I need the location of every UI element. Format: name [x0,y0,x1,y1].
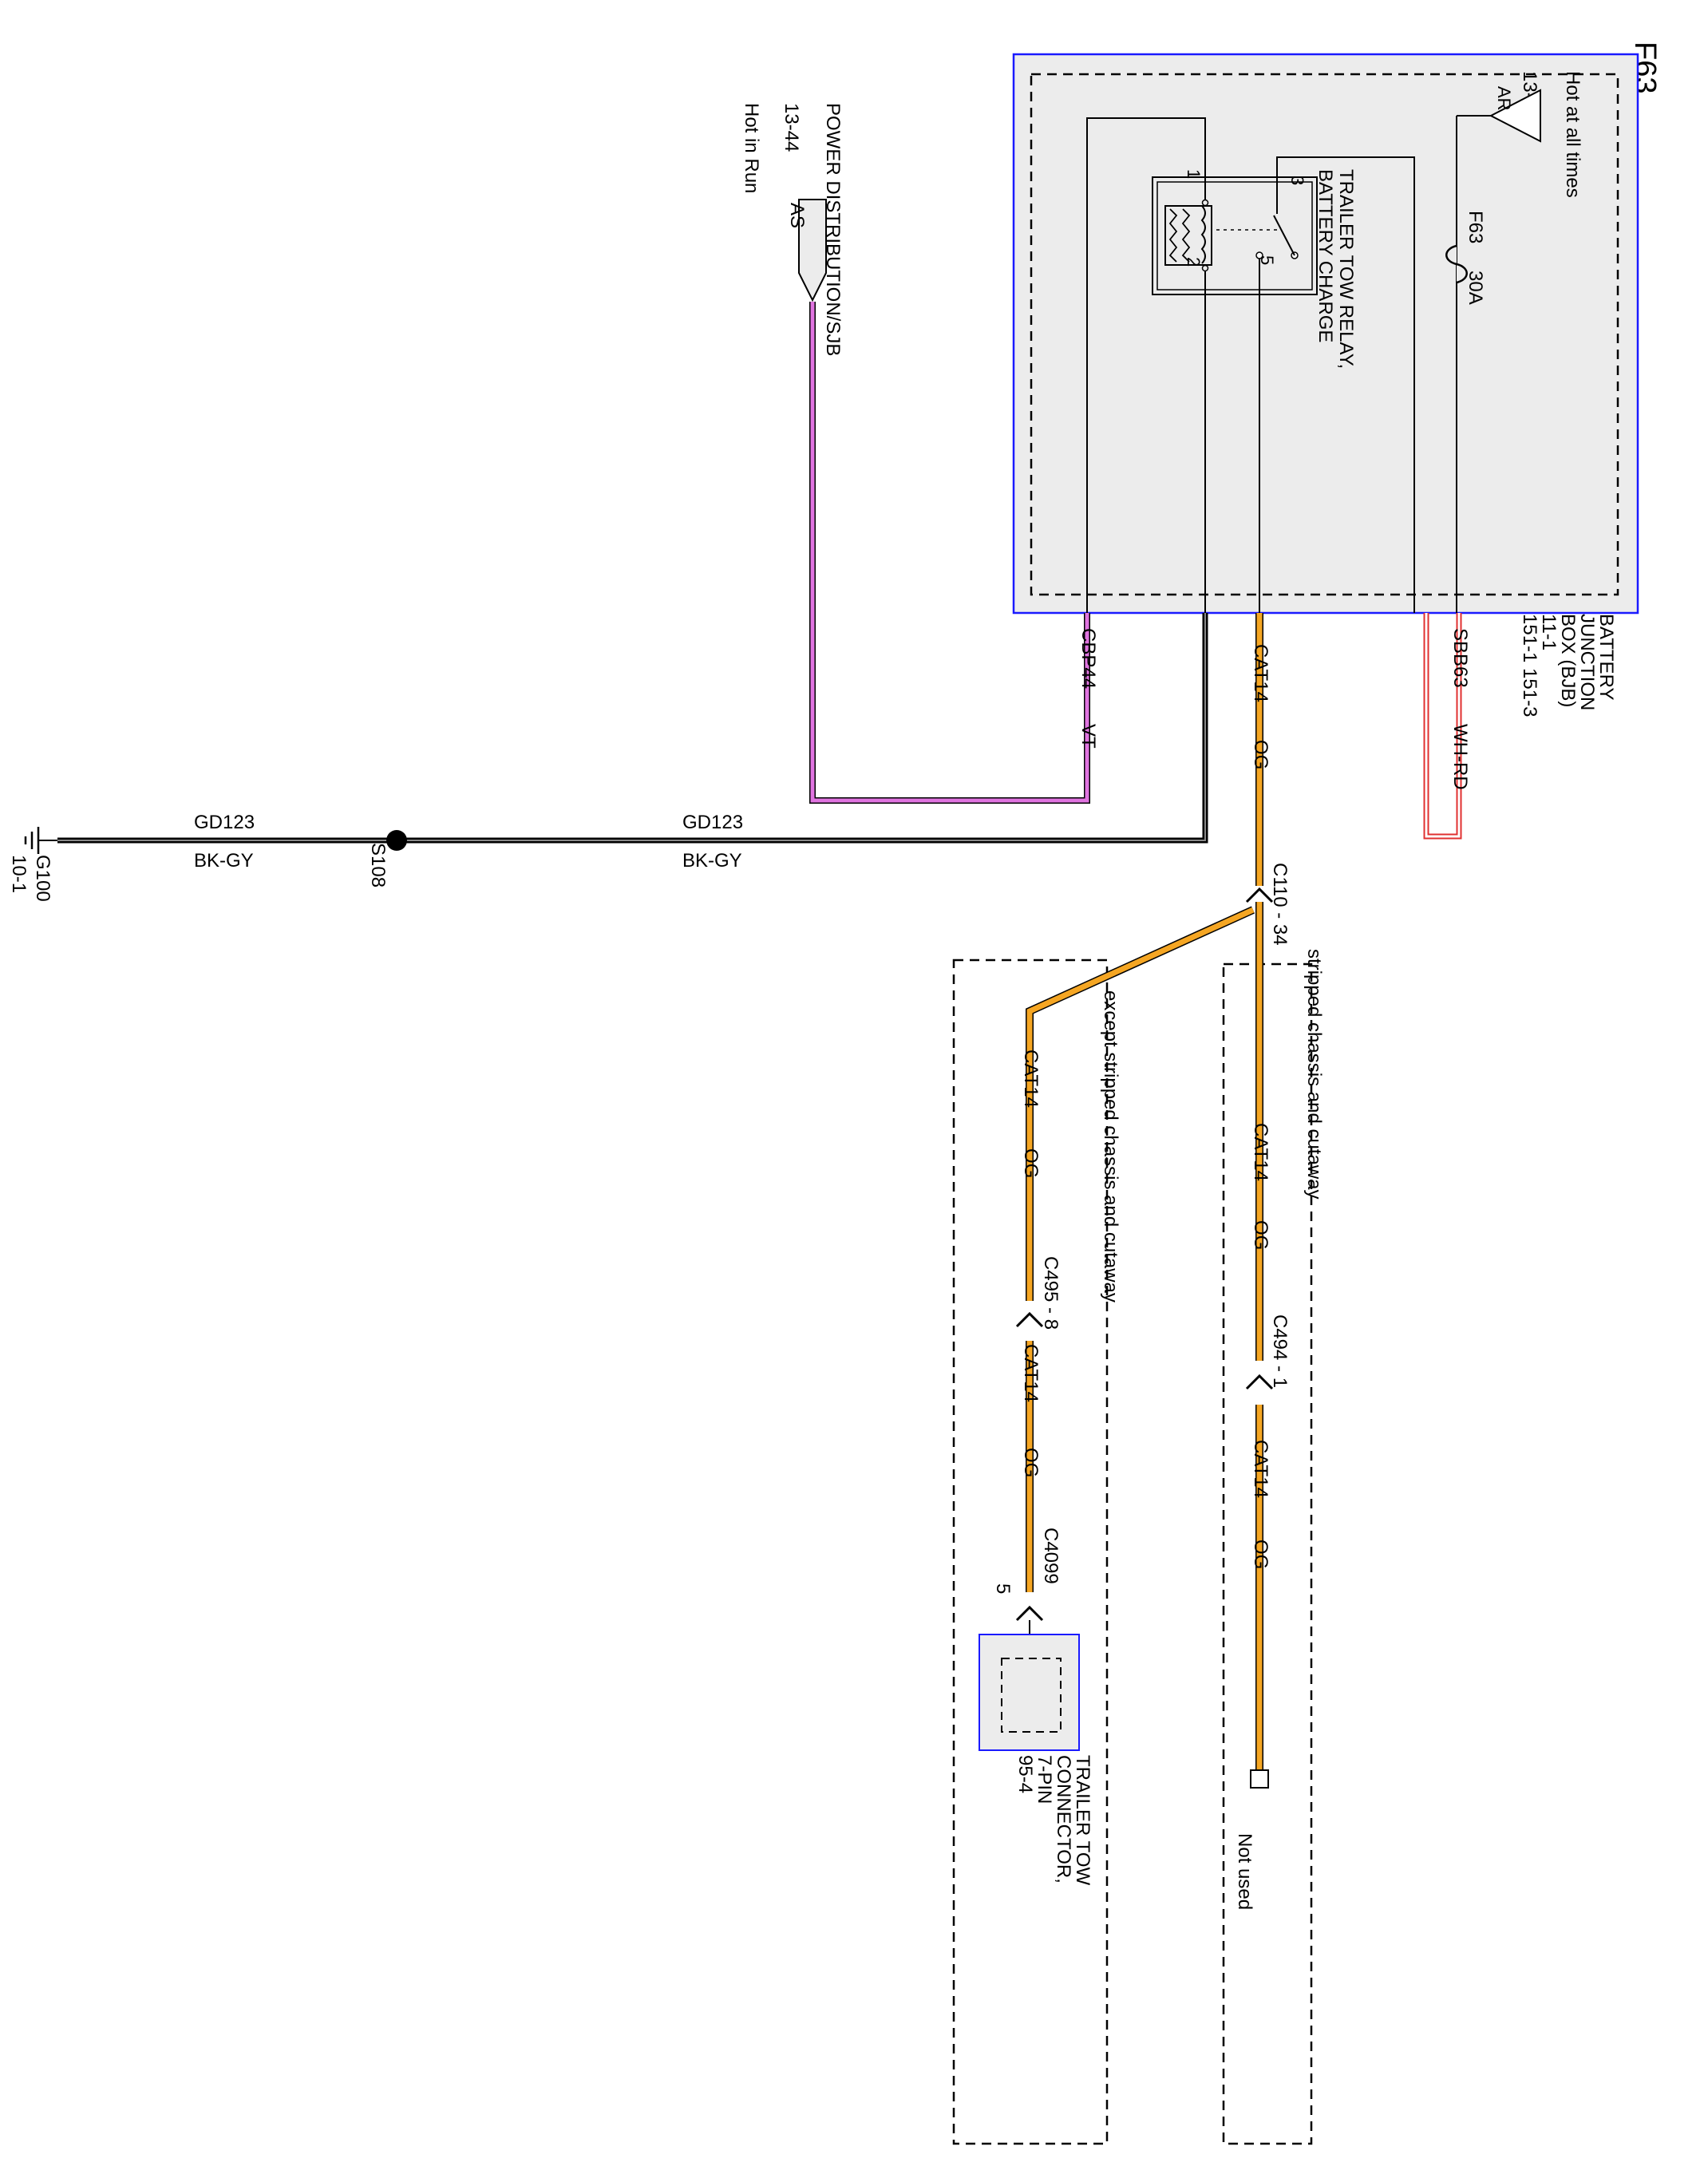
variant-except-stripped-label: except stripped chassis and cutaway [1100,990,1121,1302]
power-dist-ref: 13-44 [781,103,802,152]
fuse-icon [1445,244,1468,284]
bjb-internal-wire-pin3 [1276,156,1415,613]
connector-c110-label: C110 - 34 [1269,863,1291,946]
wire-cat14-branch [1026,907,1255,1301]
wire-cbp44-color-label: VT [1077,724,1099,749]
bjb-outline [1012,53,1639,615]
connector-c4099-pin: 5 [992,1583,1014,1594]
wire-gd123 [57,613,1208,844]
wire-cat14-branch-outline [1026,906,1255,1301]
wire-gd123-stripe [57,613,1206,841]
relay-inner-box [1156,181,1313,291]
wire-sbb63-circuit: SBB63 [1449,628,1471,688]
bjb-label: BATTERY JUNCTION BOX (BJB) 11-1 151-1 15… [1519,614,1617,717]
power-dist-name: POWER DISTRIBUTION/SJB [822,103,844,356]
wire-gd123-b-circuit: GD123 [194,812,255,833]
not-used-label: Not used [1234,1833,1255,1910]
hot-feed-triangle-icon: AR [1489,86,1541,143]
wire-cbp44-color [810,302,1089,803]
trailer-tow-connector: TRAILER TOW CONNECTOR, 7-PIN 95-4 [979,1634,1093,1891]
connector-c495-icon [1015,1311,1044,1328]
not-used-terminal-icon [1250,1769,1269,1789]
variant-box-except-stripped [952,959,1109,2145]
connector-c495-label: C495 - 8 [1040,1256,1062,1330]
trailer-connector-outline [979,1634,1080,1751]
wire-cat14-sc1-color: OG [1250,1220,1271,1250]
hot-feed-tag: AR [1494,86,1514,111]
wire-sbb63-color: WH-RD [1449,724,1471,790]
wire-gd123-a-circuit: GD123 [682,812,743,833]
wire-cat14-ex2-color: OG [1020,1448,1042,1477]
wire-cat14-sc2-circuit: CAT14 [1250,1440,1271,1498]
relay-label: TRAILER TOW RELAY, BATTERY CHARGE [1315,169,1357,374]
variant-stripped-label: stripped chassis and cutaway [1303,949,1325,1200]
connector-c4099-icon [1015,1605,1044,1622]
connector-c494-icon [1245,1374,1274,1390]
fuse-name: F63 [1465,211,1486,243]
relay-pin-3: 3 [1287,176,1307,185]
fuse-rating: 30A [1465,271,1486,305]
relay-switch-arm [1273,215,1295,256]
relay-outer-box [1152,176,1318,295]
wire-gd123-b-color: BK-GY [194,850,254,872]
battery-junction-box: BATTERY JUNCTION BOX (BJB) 11-1 151-1 15… [1012,53,1639,717]
trailer-connector-inner [1001,1658,1062,1733]
wire-cat14-ex2-circuit: CAT14 [1020,1344,1042,1402]
variant-box-stripped [1222,963,1313,2145]
power-dist-hot-label: Hot in Run [741,103,762,193]
connector-c494-label: C494 - 1 [1269,1314,1291,1388]
wire-cat14-sc1-circuit: CAT14 [1250,1123,1271,1181]
connector-c4099-label: C4099 [1040,1528,1062,1584]
ground-g100-label: G100 [32,855,53,902]
wire-cbp44-circuit: CBP44 [1077,628,1099,689]
relay-pin-1: 1 [1184,169,1204,179]
wire-gd123-a-color: BK-GY [682,850,742,872]
wire-cat14-sc2-color: OG [1250,1540,1271,1569]
ground-g100-ref: 10-1 [8,855,30,893]
ground-icon [24,827,57,854]
power-dist-tag: AS [786,203,808,228]
relay-coil-icon [1164,199,1212,272]
trailer-connector-label: TRAILER TOW CONNECTOR, 7-PIN 95-4 [1014,1755,1093,1891]
wire-cat14-ex1-circuit: CAT14 [1020,1049,1042,1108]
wire-cat14-main-color: OG [1250,740,1271,769]
connector-c110-icon [1245,887,1274,903]
power-dist-tag-icon [798,199,827,302]
splice-s108 [386,830,407,851]
relay-contact-5 [1255,251,1263,259]
power-distribution-sjb: AS POWER DISTRIBUTION/SJB 13-44 Hot in R… [741,103,844,356]
trailer-tow-relay: TRAILER TOW RELAY, BATTERY CHARGE 1 2 3 … [1152,169,1357,374]
wire-cat14-ex1-color: OG [1020,1148,1042,1178]
splice-s108-label: S108 [367,843,389,887]
bjb-inner-boundary [1030,73,1619,596]
wire-cat14-main-circuit: CAT14 [1250,644,1271,702]
relay-pin-2: 2 [1184,257,1204,267]
wire-sbb63-core [1425,613,1461,838]
bjb-internal-wire-coil-feed [1086,117,1206,613]
hot-at-all-times-label: Hot at all times [1562,71,1583,198]
